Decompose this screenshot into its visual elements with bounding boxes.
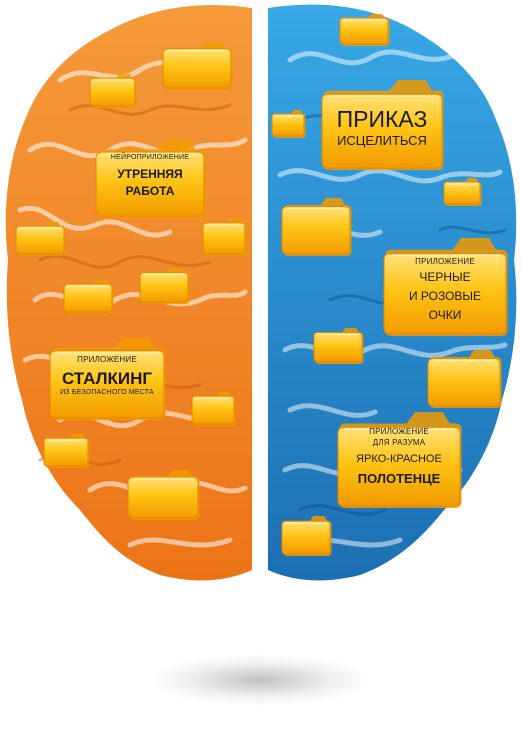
folder-shape: [313, 328, 364, 364]
glasses-folder: ПРИЛОЖЕНИЕ ЧЕРНЫЕ И РОЗОВЫЕ ОЧКИ: [383, 236, 508, 336]
folder-icon: [43, 432, 90, 468]
folder-icon: [281, 196, 352, 256]
glasses-kicker: ПРИЛОЖЕНИЕ: [415, 257, 475, 266]
folder-shape: [15, 222, 66, 256]
towel-folder: ПРИЛОЖЕНИЕ ДЛЯ РАЗУМА ЯРКО-КРАСНОЕ ПОЛОТ…: [337, 410, 462, 508]
heal-sub: ИСЦЕЛИТЬСЯ: [337, 133, 427, 148]
glasses-line3: ОЧКИ: [428, 308, 462, 322]
stalking-kicker: ПРИЛОЖЕНИЕ: [77, 355, 137, 364]
folder-icon: [313, 326, 364, 364]
heal-folder: ПРИКАЗ ИСЦЕЛИТЬСЯ: [321, 78, 444, 170]
folder-shape: [95, 140, 206, 218]
folder-shape: [321, 80, 444, 170]
towel-kicker1: ПРИЛОЖЕНИЕ: [369, 427, 429, 436]
folder-icon: [162, 40, 233, 90]
folder-shape: [271, 110, 306, 138]
folder-icon: [339, 12, 390, 46]
folder-shape: [202, 218, 247, 256]
towel-line1: ЯРКО-КРАСНОЕ: [356, 453, 442, 465]
folder-shape: [89, 74, 137, 108]
heal-title: ПРИКАЗ: [336, 106, 428, 132]
folder-shape: [383, 238, 508, 336]
stalking-sub: ИЗ БЕЗОПАСНОГО МЕСТА: [60, 389, 154, 396]
folder-icon: [271, 108, 306, 138]
folder-shape: [191, 392, 236, 426]
folder-shape: [162, 42, 233, 90]
folder-shape: [427, 350, 502, 408]
floor-shadow: [150, 655, 370, 705]
folder-shape: [63, 280, 114, 314]
folder-shape: [281, 198, 352, 256]
folder-shape: [43, 434, 90, 468]
folder-shape: [337, 412, 462, 508]
morning-work-line2: РАБОТА: [125, 184, 175, 198]
folder-icon: [191, 390, 236, 426]
folder-shape: [339, 14, 390, 46]
morning-work-line1: УТРЕННЯЯ: [117, 167, 183, 181]
towel-line2: ПОЛОТЕНЦЕ: [357, 471, 441, 486]
towel-kicker2: ДЛЯ РАЗУМА: [372, 438, 426, 447]
stalking-title: СТАЛКИНГ: [61, 369, 153, 388]
stalking-folder: ПРИЛОЖЕНИЕ СТАЛКИНГ ИЗ БЕЗОПАСНОГО МЕСТА: [49, 336, 166, 420]
folder-shape: [443, 178, 482, 206]
folder-shape: [139, 268, 190, 304]
folder-icon: [127, 468, 200, 520]
folder-icon: [139, 266, 190, 304]
folder-shape: [49, 338, 166, 420]
glasses-line2: И РОЗОВЫЕ: [408, 289, 482, 303]
morning-work-kicker: НЕЙРОПРИЛОЖЕНИЕ: [110, 154, 190, 161]
folder-shape: [127, 470, 200, 520]
glasses-line1: ЧЕРНЫЕ: [419, 270, 471, 284]
folder-icon: [427, 348, 502, 408]
folder-icon: [63, 278, 114, 314]
folder-icon: [15, 220, 66, 256]
folder-icon: [281, 514, 332, 556]
folder-icon: [443, 176, 482, 206]
folder-shape: [281, 516, 332, 556]
folder-icon: [89, 72, 137, 108]
morning-work-folder: НЕЙРОПРИЛОЖЕНИЕ УТРЕННЯЯ РАБОТА: [95, 138, 206, 218]
folder-icon: [202, 216, 247, 256]
